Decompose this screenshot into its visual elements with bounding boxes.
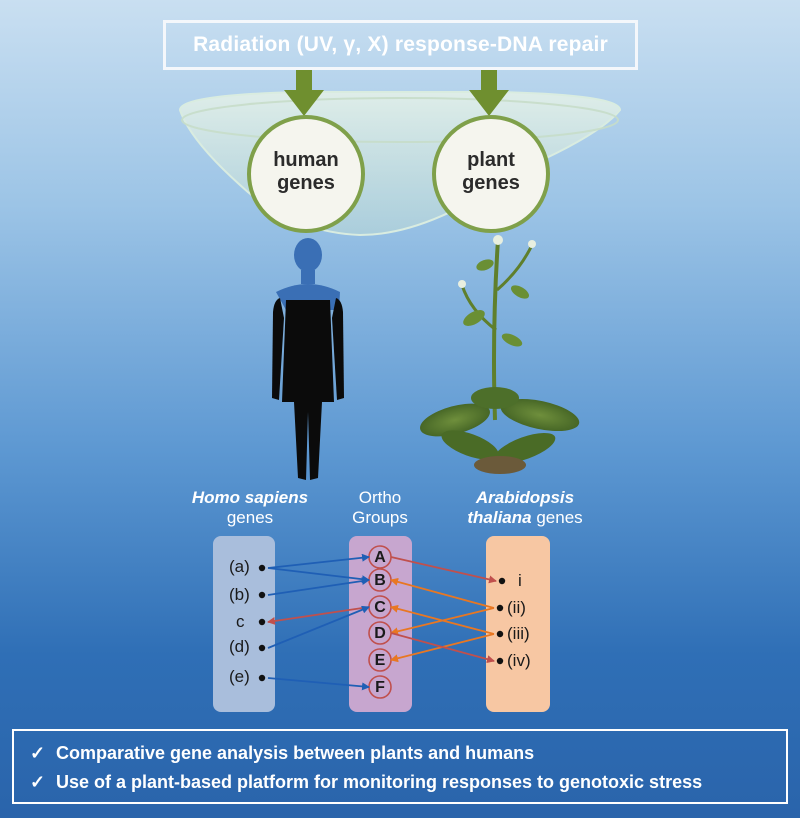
plant-genes-label: plant genes <box>441 149 541 195</box>
plant-genes-line1: plant <box>467 149 515 171</box>
title-box: Radiation (UV, γ, X) response-DNA repair <box>163 20 638 70</box>
gene-dot <box>496 604 504 612</box>
funnel-shape <box>178 91 622 237</box>
plant-gene-ii: (ii) <box>507 598 526 617</box>
gene-dot <box>496 630 504 638</box>
human-species-name: Homo sapiens <box>191 488 309 507</box>
gene-dot <box>496 657 504 665</box>
link-arrow <box>267 677 370 691</box>
human-genes-line2: genes <box>277 172 335 194</box>
human-gene-c: c <box>236 612 245 631</box>
ortho-group-d: D <box>374 625 386 642</box>
link-arrow <box>390 556 497 584</box>
plant-genes-circle <box>432 115 550 233</box>
gene-dot <box>258 644 266 652</box>
link-arrow <box>267 606 370 625</box>
link-lines <box>267 553 497 691</box>
ortho-group-b: B <box>374 572 386 589</box>
link-arrow <box>390 577 495 609</box>
human-genes-label: human genes <box>256 149 356 195</box>
human-gene-e: (e) <box>229 667 250 686</box>
summary-box: ✓ Comparative gene analysis between plan… <box>12 729 788 804</box>
gene-dot <box>498 577 506 585</box>
link-arrow <box>267 567 370 584</box>
ortho-group-f: F <box>375 679 385 696</box>
plant-gene-iv: (iv) <box>507 651 531 670</box>
gene-dots <box>258 564 506 682</box>
plant-genes-line2: genes <box>462 172 520 194</box>
link-arrow <box>267 605 370 649</box>
illustration <box>178 70 622 480</box>
down-arrow-left-icon <box>284 70 324 116</box>
bullet-text: Use of a plant-based platform for monito… <box>56 772 703 792</box>
plant-species-line1: Arabidopsis <box>475 488 575 507</box>
link-arrow <box>267 577 370 596</box>
human-genes-line1: human <box>273 149 339 171</box>
human-genes-suffix: genes <box>226 508 274 527</box>
plant-species-line2: thaliana <box>467 508 532 527</box>
bullet-item: ✓ Use of a plant-based platform for moni… <box>30 768 786 797</box>
link-arrow <box>390 604 495 635</box>
checkmark-icon: ✓ <box>30 772 46 792</box>
bullet-item: ✓ Comparative gene analysis between plan… <box>30 739 786 768</box>
ortho-group-a: A <box>374 549 386 566</box>
ortho-group-e: E <box>374 652 386 669</box>
gene-dot <box>258 618 266 626</box>
human-genes-box <box>213 536 275 712</box>
plant-column-label: Arabidopsis thaliana genes <box>450 488 600 528</box>
gene-dot <box>258 591 266 599</box>
link-arrow <box>267 553 370 569</box>
plant-image-icon <box>420 235 580 474</box>
plant-gene-iii: (iii) <box>507 624 530 643</box>
link-arrow <box>390 632 495 664</box>
title-text: Radiation (UV, γ, X) response-DNA repair <box>193 33 608 56</box>
gene-dot <box>258 564 266 572</box>
checkmark-icon: ✓ <box>30 743 46 763</box>
human-genes-circle <box>247 115 365 233</box>
bullet-text: Comparative gene analysis between plants… <box>56 743 535 763</box>
ortho-line2: Groups <box>352 508 408 527</box>
down-arrow-right-icon <box>469 70 509 116</box>
ortho-group-c: C <box>374 599 386 616</box>
plant-gene-i: i <box>518 571 522 590</box>
human-gene-b: (b) <box>229 585 250 604</box>
ortho-line1: Ortho <box>358 488 402 507</box>
ortholog-diagram <box>213 536 550 712</box>
human-gene-a: (a) <box>229 557 250 576</box>
human-gene-d: (d) <box>229 637 250 656</box>
human-silhouette-icon <box>272 238 344 480</box>
human-column-label: Homo sapiens genes <box>185 488 315 528</box>
ortho-column-label: Ortho Groups <box>335 488 425 528</box>
plant-genes-suffix: genes <box>536 508 583 527</box>
gene-dot <box>258 674 266 682</box>
